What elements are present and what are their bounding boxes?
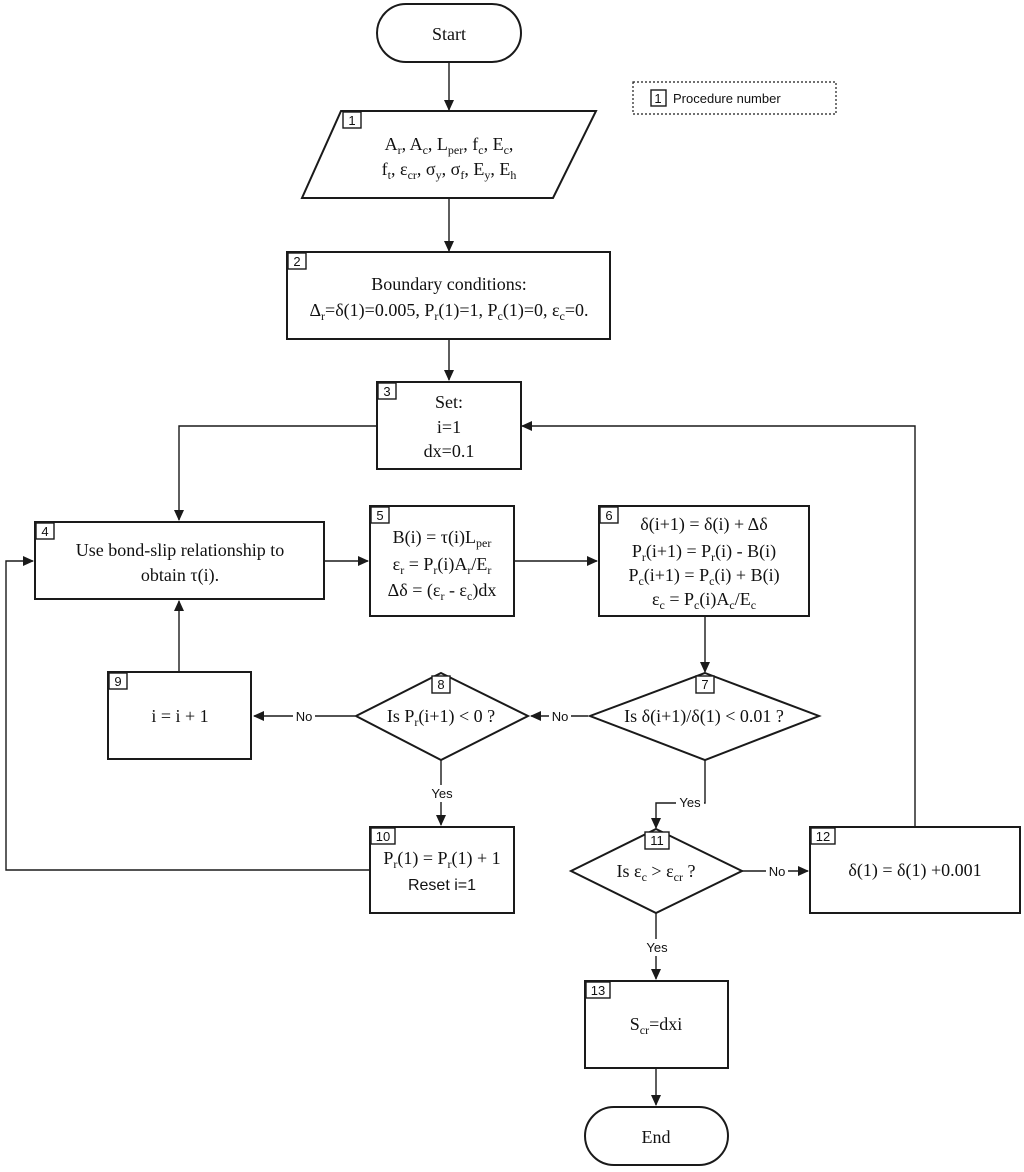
edge-labels: No No Yes Yes No Yes (293, 707, 788, 956)
edge-label-7-8-no: No (552, 709, 569, 724)
node-2-number: 2 (293, 254, 300, 269)
edge-10-4 (5, 556, 370, 871)
node-13-result: 13 Scr=dxi (584, 980, 729, 1069)
node-2-line2: Δr=δ(1)=0.005, Pr(1)=1, Pc(1)=0, εc=0. (309, 300, 588, 323)
node-1-line2: ft, εcr, σy, σf, Ey, Eh (382, 159, 517, 182)
node-6-update: 6 δ(i+1) = δ(i) + Δδ Pr(i+1) = Pr(i) - B… (598, 505, 810, 617)
node-3-line3: dx=0.1 (424, 441, 475, 461)
node-2-boundary-conditions: 2 Boundary conditions: Δr=δ(1)=0.005, Pr… (286, 251, 611, 340)
node-3-set: 3 Set: i=1 dx=0.1 (376, 381, 522, 470)
node-11-number: 11 (650, 833, 664, 848)
end-label: End (642, 1127, 671, 1147)
end-terminal: End (584, 1106, 729, 1166)
node-5-number: 5 (376, 508, 383, 523)
node-10-number: 10 (376, 829, 390, 844)
legend: 1 Procedure number (632, 81, 837, 115)
legend-label: Procedure number (673, 91, 781, 106)
edge-label-7-11-yes: Yes (679, 795, 701, 810)
node-12-number: 12 (816, 829, 830, 844)
edge-label-8-9-no: No (296, 709, 313, 724)
node-11-question: Is εc > εcr ? (617, 861, 696, 884)
node-4-bond-slip: 4 Use bond-slip relationship to obtain τ… (34, 521, 325, 600)
node-3-number: 3 (383, 384, 390, 399)
node-11-decision: 11 Is εc > εcr ? (568, 827, 745, 915)
node-6-line3: Pc(i+1) = Pc(i) + B(i) (628, 565, 779, 588)
legend-number-box (650, 89, 667, 107)
node-8-decision: 8 Is Pr(i+1) < 0 ? (353, 671, 531, 762)
node-6-line4: εc = Pc(i)Ac/Ec (652, 589, 756, 612)
node-12-line1: δ(1) = δ(1) +0.001 (848, 860, 981, 881)
edge-12-3 (521, 421, 916, 826)
node-4-line1: Use bond-slip relationship to (76, 540, 284, 560)
node-3-line2: i=1 (437, 417, 461, 437)
node-9-increment: 9 i = i + 1 (107, 671, 252, 760)
node-8-question: Is Pr(i+1) < 0 ? (387, 706, 495, 729)
node-5-line2: εr = Pr(i)Ar/Er (393, 554, 492, 577)
node-7-number: 7 (701, 677, 708, 692)
node-4-number: 4 (41, 524, 48, 539)
node-10-line1: Pr(1) = Pr(1) + 1 (383, 848, 500, 871)
edge-label-11-12-no: No (769, 864, 786, 879)
node-1-input: 1 Ar, Ac, Lper, fc, Ec, ft, εcr, σy, σf,… (300, 110, 598, 199)
node-6-number: 6 (605, 508, 612, 523)
legend-number: 1 (654, 91, 661, 106)
node-13-line1: Scr=dxi (630, 1014, 683, 1037)
node-6-line2: Pr(i+1) = Pr(i) - B(i) (632, 541, 776, 564)
node-4-line2: obtain τ(i). (141, 565, 219, 586)
node-1-number: 1 (348, 113, 355, 128)
start-terminal: Start (376, 3, 522, 63)
node-2-line1: Boundary conditions: (371, 274, 527, 294)
node-7-question: Is δ(i+1)/δ(1) < 0.01 ? (624, 706, 784, 727)
node-3-line1: Set: (435, 392, 463, 412)
node-7-decision: 7 Is δ(i+1)/δ(1) < 0.01 ? (587, 671, 822, 762)
node-5-line1: B(i) = τ(i)Lper (393, 527, 492, 550)
node-6-line1: δ(i+1) = δ(i) + Δδ (640, 514, 767, 535)
node-9-number: 9 (114, 674, 121, 689)
node-13-number: 13 (591, 983, 605, 998)
node-9-line1: i = i + 1 (151, 706, 208, 726)
start-label: Start (432, 24, 466, 44)
node-10-line2: Reset i=1 (408, 877, 476, 894)
edge-label-11-13-yes: Yes (646, 940, 668, 955)
edge-3-4 (174, 425, 377, 521)
node-12-increment-delta: 12 δ(1) = δ(1) +0.001 (809, 826, 1021, 914)
node-10-reset: 10 Pr(1) = Pr(1) + 1 Reset i=1 (369, 826, 515, 914)
node-5-compute: 5 B(i) = τ(i)Lper εr = Pr(i)Ar/Er Δδ = (… (369, 505, 515, 617)
legend-box (632, 81, 837, 115)
node-8-number: 8 (437, 677, 444, 692)
edge-label-8-10-yes: Yes (431, 786, 453, 801)
